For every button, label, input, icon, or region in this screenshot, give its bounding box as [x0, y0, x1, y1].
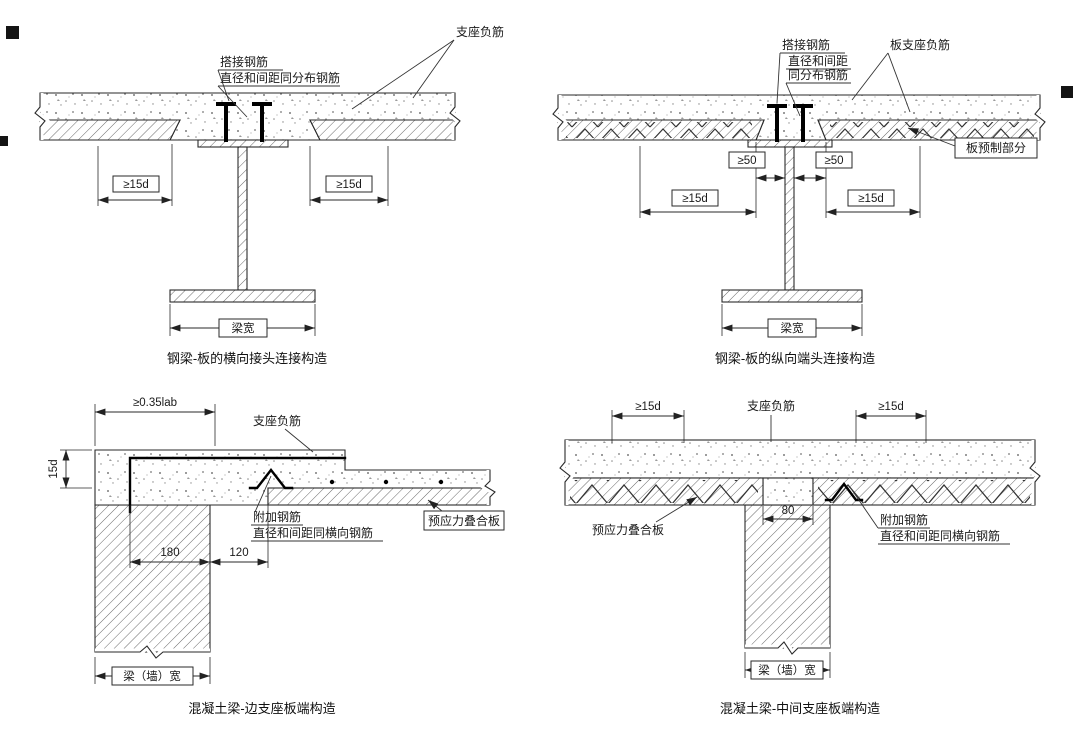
label-support-negative-rebar-group: 支座负筋 — [253, 413, 314, 453]
diagram-top-right: 搭接钢筋 直径和间距 同分布钢筋 板支座负筋 板预制部分 ≥50 — [548, 37, 1050, 366]
lap-rebar-note-line2-label: 同分布钢筋 — [788, 67, 848, 82]
diagram-bottom-right: ≥15d 支座负筋 ≥15d 80 预应力叠合板 附加钢筋 直径和间距同横向钢 — [555, 398, 1045, 716]
label-lap-rebar-group: 搭接钢筋 直径和间距 同分布钢筋 — [776, 37, 851, 117]
dimension-15d-left: ≥15d — [611, 401, 685, 443]
dim-15d-left-label: ≥15d — [123, 179, 149, 191]
lap-rebar-note-label: 直径和间距同分布钢筋 — [220, 70, 340, 85]
cast-joint-strip — [762, 477, 814, 506]
dimension-15d-right: ≥15d — [826, 146, 921, 218]
support-negative-rebar-label: 支座负筋 — [747, 398, 795, 413]
beam-wall-width-label: 梁（墙）宽 — [123, 669, 181, 683]
label-prestressed-slab-group: 预应力叠合板 — [423, 499, 505, 531]
break-lines — [95, 470, 501, 664]
dimension-anchorage: ≥0.35lab — [94, 397, 216, 446]
caption-bottom-right: 混凝土梁-中间支座板端构造 — [720, 701, 880, 716]
dim-15d-left-label: ≥15d — [635, 401, 661, 413]
slab-support-negative-rebar-label: 板支座负筋 — [890, 37, 950, 52]
cast-topping — [564, 439, 1036, 479]
lap-rebar-studs — [767, 104, 813, 142]
dim-180-label: 180 — [160, 547, 179, 559]
additional-rebar-bent — [248, 468, 294, 490]
lap-rebar-studs — [216, 102, 272, 142]
label-prestressed-slab-group: 预应力叠合板 — [592, 496, 698, 537]
lap-rebar-label: 搭接钢筋 — [782, 37, 830, 52]
dimension-15d-left: ≥15d — [639, 146, 756, 218]
dimension-15d-right: ≥15d — [309, 146, 389, 206]
dim-15d-left-label: ≥15d — [682, 193, 708, 205]
label-lap-rebar-group: 搭接钢筋 直径和间距同分布钢筋 — [217, 54, 340, 118]
break-lines — [30, 93, 465, 140]
dim-80-label: 80 — [782, 505, 795, 517]
additional-rebar-note-label: 直径和间距同横向钢筋 — [880, 528, 1000, 543]
dimension-180-120: 180 120 — [129, 505, 269, 568]
dimension-15d-vertical: 15d — [48, 449, 92, 489]
dim-50-left-label: ≥50 — [737, 155, 756, 167]
precast-part-label: 板预制部分 — [966, 140, 1026, 155]
steel-i-beam — [721, 139, 863, 303]
support-negative-rebar-label: 支座负筋 — [253, 413, 301, 428]
dim-anchorage-label: ≥0.35lab — [133, 397, 177, 409]
precast-plank-right — [309, 119, 456, 141]
additional-rebar-bent — [824, 482, 864, 502]
dimension-50-right: ≥50 — [794, 142, 853, 218]
additional-rebar-label: 附加钢筋 — [880, 512, 928, 527]
additional-rebar-label: 附加钢筋 — [253, 509, 301, 524]
dimension-beam-width: 梁宽 — [721, 304, 863, 338]
label-slab-support-negative-rebar-group: 板支座负筋 — [851, 37, 950, 113]
diagram-top-left: 搭接钢筋 直径和间距同分布钢筋 支座负筋 ≥15d ≥15d — [30, 24, 504, 366]
label-support-negative-rebar-group: 支座负筋 — [351, 24, 504, 110]
caption-bottom-left: 混凝土梁-边支座板端构造 — [188, 701, 335, 716]
beam-width-label: 梁宽 — [232, 321, 255, 335]
dim-15d-right-label: ≥15d — [336, 179, 362, 191]
concrete-beam — [744, 504, 831, 649]
dim-15d-right-label: ≥15d — [878, 401, 904, 413]
dimension-80: 80 — [762, 505, 814, 525]
caption-top-left: 钢梁-板的横向接头连接构造 — [167, 351, 327, 366]
label-additional-rebar-group: 附加钢筋 直径和间距同横向钢筋 — [251, 475, 383, 542]
lattice-truss-left — [570, 480, 758, 503]
diagram-bottom-left: ≥0.35lab 支座负筋 15d 附加钢筋 直径和间距同横向钢筋 预应力叠合板 — [48, 397, 505, 716]
dimension-beam-width: 梁宽 — [169, 304, 316, 338]
dim-50-right-label: ≥50 — [824, 155, 843, 167]
steel-i-beam — [169, 139, 316, 303]
rebar-dots — [329, 479, 444, 485]
break-lines — [548, 95, 1050, 140]
lattice-truss-right — [818, 480, 1030, 503]
support-negative-rebar-label: 支座负筋 — [456, 24, 504, 39]
dim-15d-right-label: ≥15d — [858, 193, 884, 205]
prestressed-slab-label: 预应力叠合板 — [592, 522, 664, 537]
dimension-50-left: ≥50 — [728, 142, 785, 218]
dimension-15d-left: ≥15d — [97, 144, 173, 206]
dimension-beam-wall-width: 梁（墙）宽 — [744, 652, 831, 680]
dim-120-label: 120 — [229, 547, 248, 559]
dim-15d-label: 15d — [48, 459, 60, 478]
concrete-beam-wall — [94, 504, 211, 653]
label-support-negative-rebar-group: 支座负筋 — [747, 398, 795, 442]
lattice-truss-left — [566, 122, 752, 138]
precast-plank-left — [39, 119, 181, 141]
label-precast-part-group: 板预制部分 — [907, 127, 1038, 159]
support-negative-rebar-bar — [128, 456, 347, 514]
precast-plank — [267, 487, 491, 506]
prestressed-slab-label: 预应力叠合板 — [428, 513, 500, 528]
break-lines — [555, 440, 1045, 660]
lap-rebar-note-line1-label: 直径和间距 — [788, 54, 848, 68]
scan-artifacts — [0, 26, 1073, 146]
dimension-beam-wall-width: 梁（墙）宽 — [94, 657, 211, 686]
dimension-15d-right: ≥15d — [855, 401, 927, 443]
lattice-truss-right — [830, 122, 1034, 138]
lap-rebar-label: 搭接钢筋 — [220, 54, 268, 69]
beam-width-label: 梁宽 — [781, 321, 804, 335]
beam-wall-width-label: 梁（墙）宽 — [758, 663, 816, 677]
caption-top-right: 钢梁-板的纵向端头连接构造 — [715, 351, 875, 366]
additional-rebar-note-label: 直径和间距同横向钢筋 — [253, 525, 373, 540]
label-additional-rebar-group: 附加钢筋 直径和间距同横向钢筋 — [851, 489, 1010, 545]
